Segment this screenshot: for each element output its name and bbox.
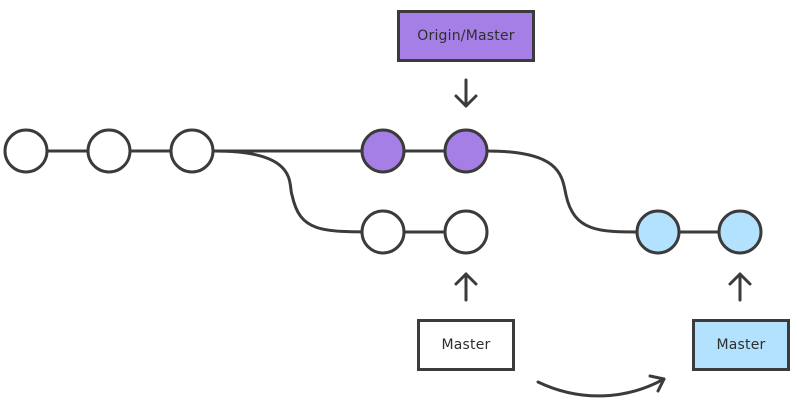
commit-node [360, 209, 406, 255]
local-master-text: Master [441, 337, 491, 353]
commit-node [360, 128, 406, 174]
origin-master-label: Origin/Master [397, 10, 535, 62]
commit-node [3, 128, 49, 174]
commit-node [717, 209, 763, 255]
rebased-master-label: Master [692, 319, 790, 371]
local-master-label: Master [417, 319, 515, 371]
local-branch-commits [360, 209, 489, 255]
local-branch-line [213, 149, 468, 234]
arrow-up-icon [728, 272, 752, 302]
rebased-branch-line [485, 149, 742, 234]
commit-node [443, 128, 489, 174]
arrow-up-icon [454, 272, 478, 302]
main-line-commits [3, 128, 489, 174]
arrow-down-icon [454, 78, 478, 108]
commit-node [86, 128, 132, 174]
commit-node [443, 209, 489, 255]
curved-arrow-icon [536, 374, 666, 398]
rebased-branch-commits [635, 209, 763, 255]
origin-master-text: Origin/Master [417, 28, 515, 44]
rebased-master-text: Master [716, 337, 766, 353]
commit-node [635, 209, 681, 255]
commit-node [169, 128, 215, 174]
